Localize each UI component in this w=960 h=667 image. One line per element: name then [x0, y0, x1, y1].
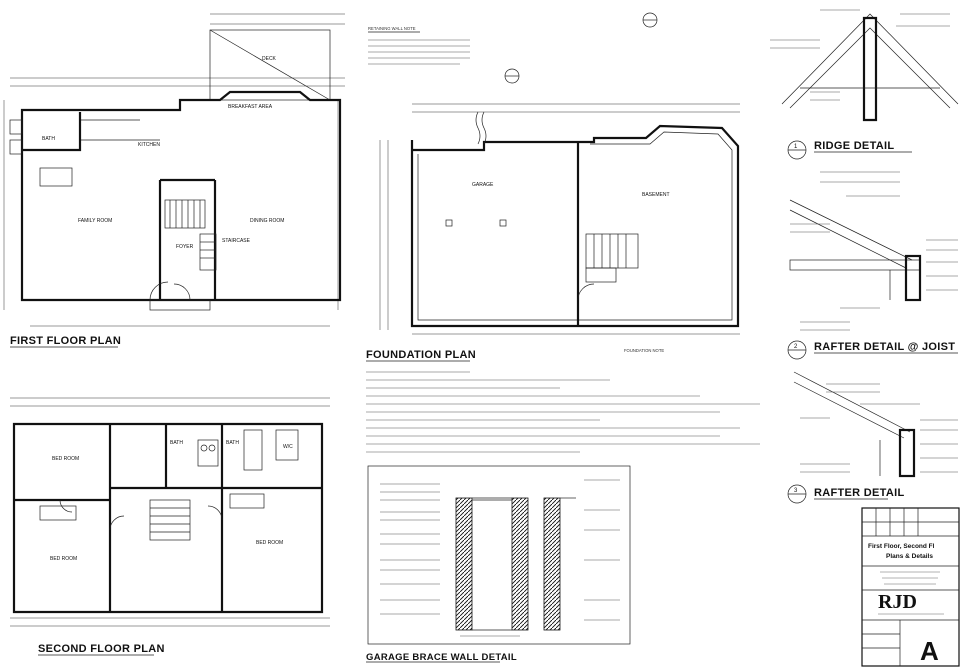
ridge-detail-title: RIDGE DETAIL — [814, 140, 894, 152]
foundation-plan: RETAINING WALL NOTE — [366, 12, 760, 453]
room-bath: BATH — [42, 136, 55, 142]
room-garage: GARAGE — [472, 182, 494, 188]
room-bath-2: BATH — [226, 440, 239, 446]
room-dining-room: DINING ROOM — [250, 218, 284, 224]
brace-wall-panel-right — [543, 497, 561, 631]
room-foyer: FOYER — [176, 244, 194, 250]
foundation-general-notes — [366, 371, 760, 453]
second-floor-plan: BED ROOM BATH BATH BED ROOM BED ROOM W/C… — [10, 397, 330, 656]
brace-wall-panel-left — [455, 497, 473, 631]
rafter-detail-joist: 2 RAFTER DETAIL @ JOIST — [787, 171, 958, 360]
room-bed-room-3: BED ROOM — [256, 540, 283, 546]
title-block-firm-logo: RJD — [878, 591, 917, 613]
room-bed-room-1: BED ROOM — [52, 456, 79, 462]
garage-brace-wall-detail: GARAGE BRACE WALL DETAIL — [366, 465, 631, 663]
rafter-detail-number: 3 — [794, 488, 798, 494]
title-block-sheet-number: A — [920, 636, 939, 666]
room-breakfast-area: BREAKFAST AREA — [228, 104, 273, 110]
first-floor-plan-title: FIRST FLOOR PLAN — [10, 335, 121, 347]
ridge-detail: 1 RIDGE DETAIL — [770, 9, 959, 160]
room-basement: BASEMENT — [642, 192, 670, 198]
rafter-joist-detail-title: RAFTER DETAIL @ JOIST — [814, 341, 955, 353]
foundation-plan-title: FOUNDATION PLAN — [366, 349, 476, 361]
second-floor-plan-title: SECOND FLOOR PLAN — [38, 643, 165, 655]
title-block: First Floor, Second Fl Plans & Details R… — [861, 507, 960, 667]
room-family-room: FAMILY ROOM — [78, 218, 112, 224]
rafter-detail-title: RAFTER DETAIL — [814, 487, 904, 499]
room-deck: DECK — [262, 56, 277, 62]
retaining-wall-note-label: RETAINING WALL NOTE — [368, 26, 416, 31]
title-block-sheet-name: First Floor, Second Fl — [868, 543, 935, 550]
title-block-sheet-sub: Plans & Details — [886, 553, 933, 560]
room-bath-1: BATH — [170, 440, 183, 446]
ridge-detail-number: 1 — [794, 144, 798, 150]
room-bed-room-2: BED ROOM — [50, 556, 77, 562]
deck-outline — [209, 29, 331, 101]
brace-wall-panel-center — [511, 497, 529, 631]
foundation-note-label: FOUNDATION NOTE — [624, 348, 664, 353]
first-floor-plan: DECK KITCHEN BREAKFAST AREA BATH FAMILY … — [3, 13, 345, 348]
garage-brace-wall-title: GARAGE BRACE WALL DETAIL — [366, 652, 517, 663]
first-floor-staircase — [164, 199, 217, 271]
room-staircase: STAIRCASE — [222, 238, 251, 244]
room-wc: W/C — [283, 444, 293, 450]
rafter-detail: 3 RAFTER DETAIL — [787, 371, 958, 504]
room-kitchen: KITCHEN — [138, 142, 160, 148]
rafter-joist-detail-number: 2 — [794, 344, 798, 350]
